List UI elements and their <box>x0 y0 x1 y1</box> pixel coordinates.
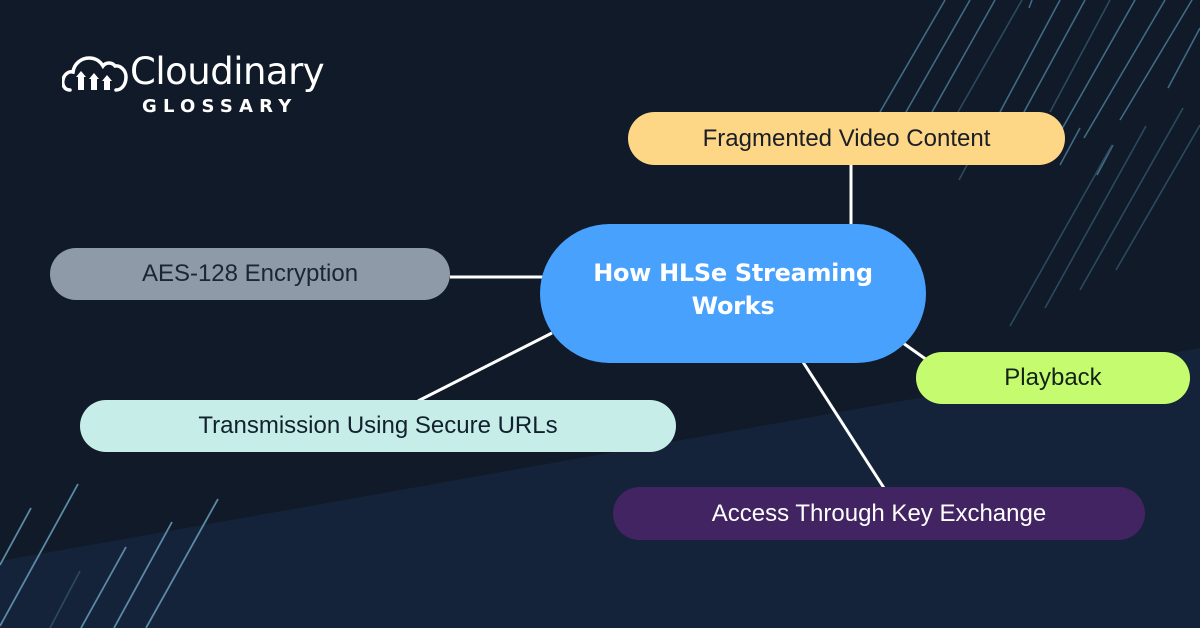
stripe <box>80 546 127 628</box>
stripe <box>1049 0 1136 151</box>
stripe <box>1059 127 1081 166</box>
connector-transmission <box>417 331 553 403</box>
node-label: Playback <box>1004 364 1102 391</box>
stripes-bottom-left <box>0 483 219 628</box>
stripe <box>1083 0 1166 139</box>
stripe <box>49 570 81 628</box>
stripe <box>905 0 971 113</box>
stripe <box>1096 144 1114 176</box>
node-label: Transmission Using Secure URLs <box>198 412 558 439</box>
stripe <box>1009 144 1113 327</box>
stripe <box>1119 0 1193 121</box>
stripe <box>931 0 996 113</box>
connector-access <box>801 361 886 489</box>
stripe <box>1115 124 1200 271</box>
stripe <box>113 521 173 628</box>
node-fragmented-video-content: Fragmented Video Content <box>628 112 1065 165</box>
stripe <box>145 498 219 628</box>
cloud-logo-icon <box>61 50 128 94</box>
stripe <box>1044 125 1147 309</box>
node-label: AES-128 Encryption <box>141 260 359 287</box>
stripe <box>999 0 1061 113</box>
stripe <box>1023 0 1086 113</box>
stripe <box>1079 107 1184 291</box>
node-access-key-exchange: Access Through Key Exchange <box>613 487 1145 540</box>
stripe <box>957 0 1023 113</box>
center-node: How HLSe Streaming Works <box>540 224 926 363</box>
stripe <box>1049 0 1111 113</box>
brand-name: Cloudinary <box>130 50 325 93</box>
center-node-label: How HLSe Streaming Works <box>593 258 873 320</box>
connector-playback <box>902 341 928 362</box>
stripe <box>1028 0 1033 9</box>
stripe <box>1167 27 1200 89</box>
stripe <box>879 0 946 113</box>
stripe <box>0 483 79 627</box>
background-lower-band <box>0 348 1200 628</box>
brand-subtitle: GLOSSARY <box>142 96 298 117</box>
connectors <box>417 165 928 489</box>
node-label: Fragmented Video Content <box>702 124 991 152</box>
node-transmission-secure-urls: Transmission Using Secure URLs <box>80 400 676 452</box>
brand-logo: Cloudinary GLOSSARY <box>61 50 325 117</box>
stripe <box>0 507 32 566</box>
node-aes-128-encryption: AES-128 Encryption <box>50 248 450 300</box>
node-playback: Playback <box>916 352 1190 404</box>
node-label: Access Through Key Exchange <box>711 499 1047 527</box>
